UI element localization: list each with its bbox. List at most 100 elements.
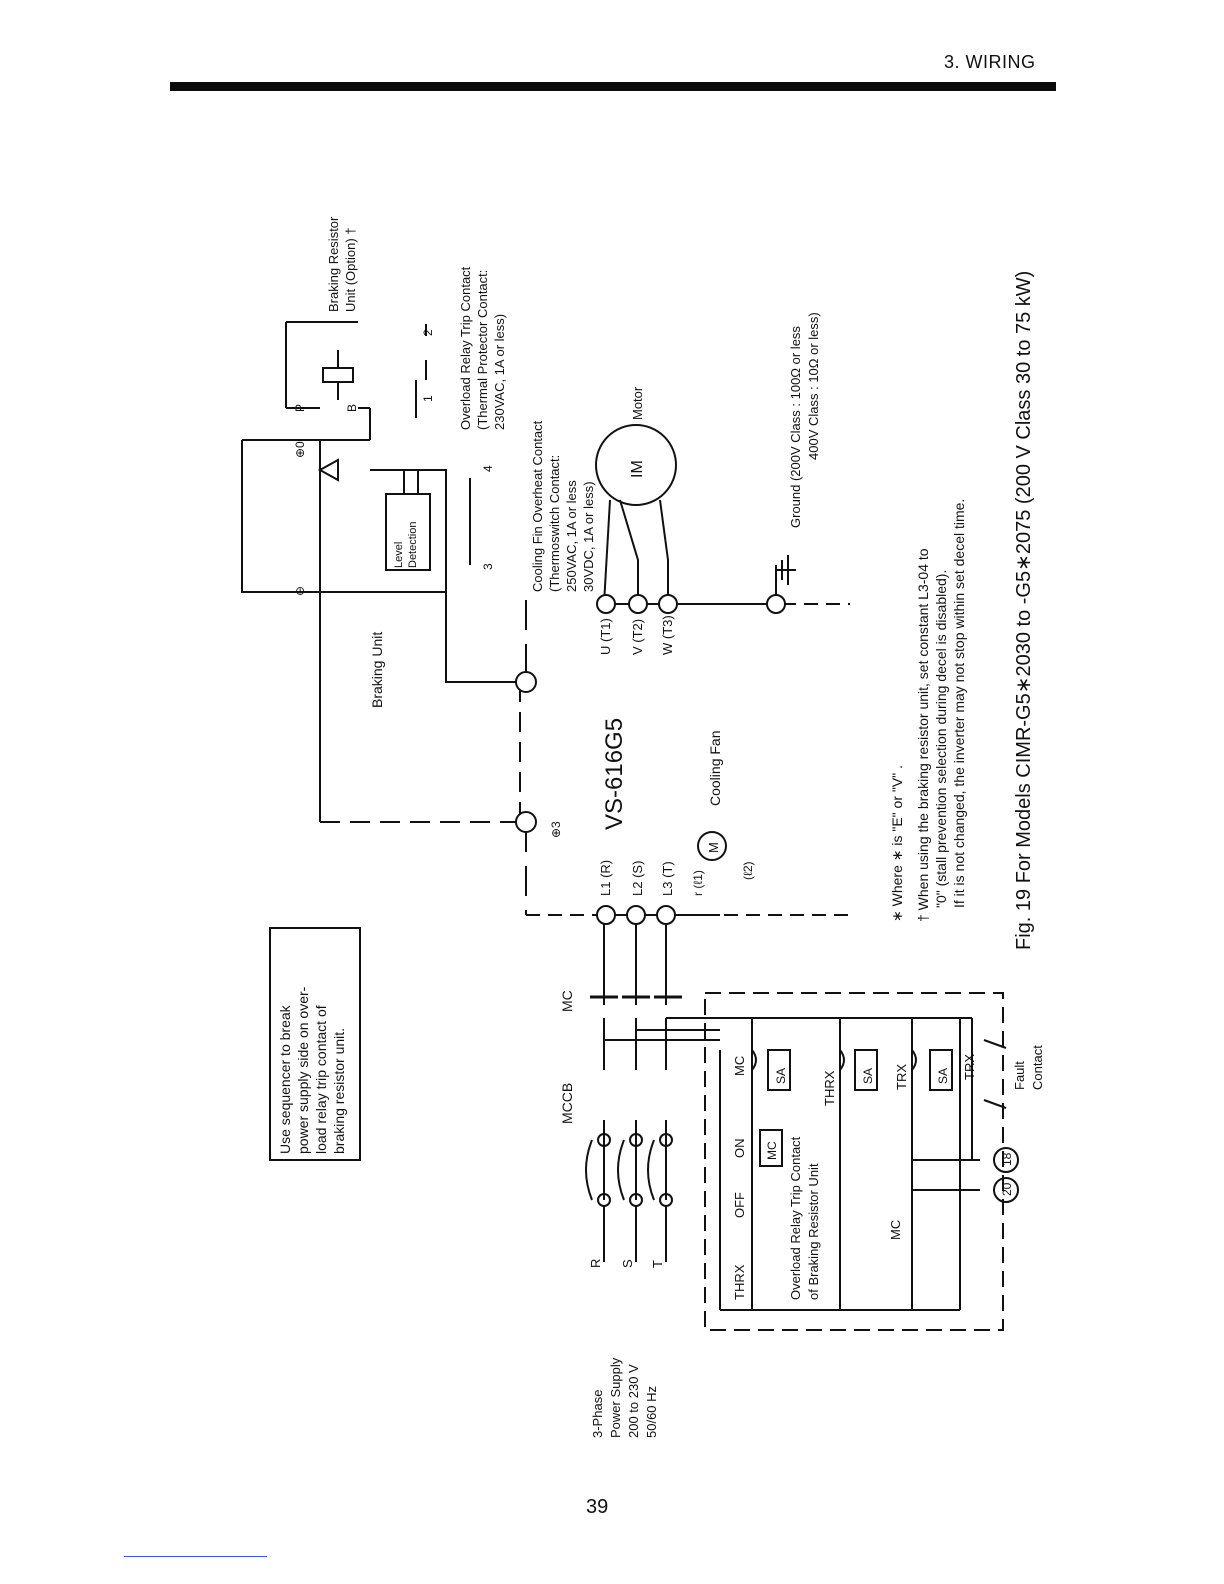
terminal-w-label: W (T3): [660, 615, 675, 655]
off-button: OFF: [732, 1192, 747, 1218]
mc-aux: MC: [765, 1141, 779, 1160]
terminal-u: [596, 594, 616, 614]
header-rule: [170, 82, 1056, 91]
terminal-18: [993, 1147, 1019, 1173]
mc-aux-box: [759, 1129, 783, 1167]
mccb-label: MCCB: [559, 1083, 575, 1124]
pin-2: 2: [421, 329, 435, 336]
sequencer-note-line2: power supply side on over-: [295, 986, 311, 1154]
cooling-fin-label-3: 250VAC, 1A or less: [564, 480, 579, 592]
power-supply-4: 50/60 Hz: [644, 1386, 659, 1438]
trx-contact: TRX: [962, 1054, 977, 1080]
sa-box: [854, 1049, 878, 1091]
terminal-ground: [766, 594, 786, 614]
diode-icon: [317, 458, 339, 482]
fan-terminal-2: (ℓ2): [741, 861, 755, 880]
terminal-plus3-label: ⊕3: [549, 821, 563, 838]
overload-unit-1: Overload Relay Trip Contact: [788, 1136, 803, 1300]
on-button: ON: [732, 1139, 747, 1159]
terminal-plus0-label: ⊕0: [293, 441, 307, 458]
cooling-fin-label-1: Cooling Fin Overheat Contact: [530, 420, 545, 592]
sa-2: SA: [861, 1068, 875, 1084]
thrx-coil: THRX: [822, 1070, 837, 1106]
cooling-fin-label-2: (Thermoswitch Contact:: [547, 455, 562, 592]
terminal-l2-label: L2 (S): [630, 861, 645, 896]
phase-r: R: [588, 1259, 603, 1268]
fault-contact-2: Contact: [1030, 1045, 1045, 1090]
inverter-model: VS-616G5: [601, 718, 628, 830]
braking-resistor-icon: [322, 367, 354, 383]
motor-symbol: IM: [629, 460, 646, 478]
thrx-contact: THRX: [732, 1264, 747, 1300]
fault-contact-1: Fault: [1012, 1061, 1027, 1090]
terminal-v: [628, 594, 648, 614]
note-4: If it is not changed, the inverter may n…: [951, 499, 967, 908]
figure-caption: Fig. 19 For Models CIMR-G5∗2030 to -G5∗2…: [1013, 271, 1035, 950]
terminal-l2: [626, 905, 646, 925]
level-detection-label-1: Level: [393, 542, 405, 568]
page-number: 39: [586, 1496, 609, 1518]
fan-symbol: M: [706, 842, 721, 853]
braking-unit-label: Braking Unit: [369, 632, 385, 708]
ground-label-2: 400V Class : 10Ω or less): [806, 312, 821, 460]
terminal-20: [993, 1177, 1019, 1203]
fan-motor-circle: [697, 831, 727, 861]
terminal-plus0: [515, 671, 537, 693]
terminals: [515, 594, 786, 925]
wiring-lines: [241, 321, 1019, 1331]
sequencer-note-box: [269, 927, 361, 1161]
terminal-l1: [596, 905, 616, 925]
mc-bottom: MC: [888, 1220, 903, 1240]
motor-label: Motor: [630, 386, 645, 420]
mc-coil: MC: [732, 1056, 747, 1076]
overload-unit-2: of Braking Resistor Unit: [806, 1163, 821, 1300]
cooling-fin-label-4: 30VDC, 1A or less): [581, 481, 596, 592]
phase-t: T: [650, 1260, 665, 1268]
terminal-18-label: 18: [1000, 1152, 1014, 1166]
note-3: "0" (stall prevention selection during d…: [933, 570, 949, 908]
braking-resistor-label-2: Unit (Option) †: [343, 227, 358, 312]
power-supply-2: Power Supply: [608, 1357, 623, 1438]
note-1: ∗ Where ∗ is "E" or "V" .: [889, 765, 905, 922]
power-supply-3: 200 to 230 V: [626, 1364, 641, 1438]
pin-4: 4: [481, 465, 495, 472]
terminal-l3-label: L3 (T): [660, 861, 675, 896]
braking-resistor-label-1: Braking Resistor: [326, 216, 341, 312]
terminal-u-label: U (T1): [598, 618, 613, 655]
sa-1: SA: [774, 1068, 788, 1084]
terminal-w: [658, 594, 678, 614]
terminal-minus-label: ⊖: [293, 586, 307, 596]
note-2: † When using the braking resistor unit, …: [915, 548, 931, 922]
level-detection-label-2: Detection: [407, 522, 419, 568]
sequencer-note-line4: braking resistor unit.: [331, 1028, 347, 1154]
sa-3: SA: [936, 1068, 950, 1084]
fan-terminal-1: r (ℓ1): [691, 870, 705, 896]
phase-s: S: [620, 1259, 635, 1268]
ground-label-1: Ground (200V Class : 100Ω or less: [788, 326, 803, 528]
terminal-v-label: V (T2): [630, 619, 645, 655]
cooling-fan-label: Cooling Fan: [707, 731, 723, 807]
motor-circle: [595, 424, 677, 506]
level-detection-box: [385, 493, 431, 571]
terminal-l3: [656, 905, 676, 925]
terminal-plus3: [515, 811, 537, 833]
terminal-20-label: 20: [1000, 1182, 1014, 1196]
pin-1: 1: [421, 395, 435, 402]
bottom-link-underline: [124, 1556, 267, 1557]
mc-label: MC: [559, 990, 575, 1012]
terminal-b-label: B: [345, 404, 359, 412]
terminal-p-label: P: [293, 404, 307, 412]
overload-label-1: Overload Relay Trip Contact: [458, 266, 473, 430]
overload-label-2: (Thermal Protector Contact:: [475, 270, 490, 430]
pin-3: 3: [481, 563, 495, 570]
sa-box: [767, 1049, 791, 1091]
sa-box: [929, 1049, 953, 1091]
sequencer-note-line3: load relay trip contact of: [313, 1005, 329, 1154]
sequencer-note-line1: Use sequencer to break: [277, 1004, 293, 1154]
terminal-l1-label: L1 (R): [598, 860, 613, 896]
overload-label-3: 230VAC, 1A or less): [492, 314, 507, 430]
power-supply-1: 3-Phase: [590, 1390, 605, 1438]
section-header: 3. WIRING: [944, 52, 1036, 72]
trx-coil: TRX: [894, 1064, 909, 1090]
